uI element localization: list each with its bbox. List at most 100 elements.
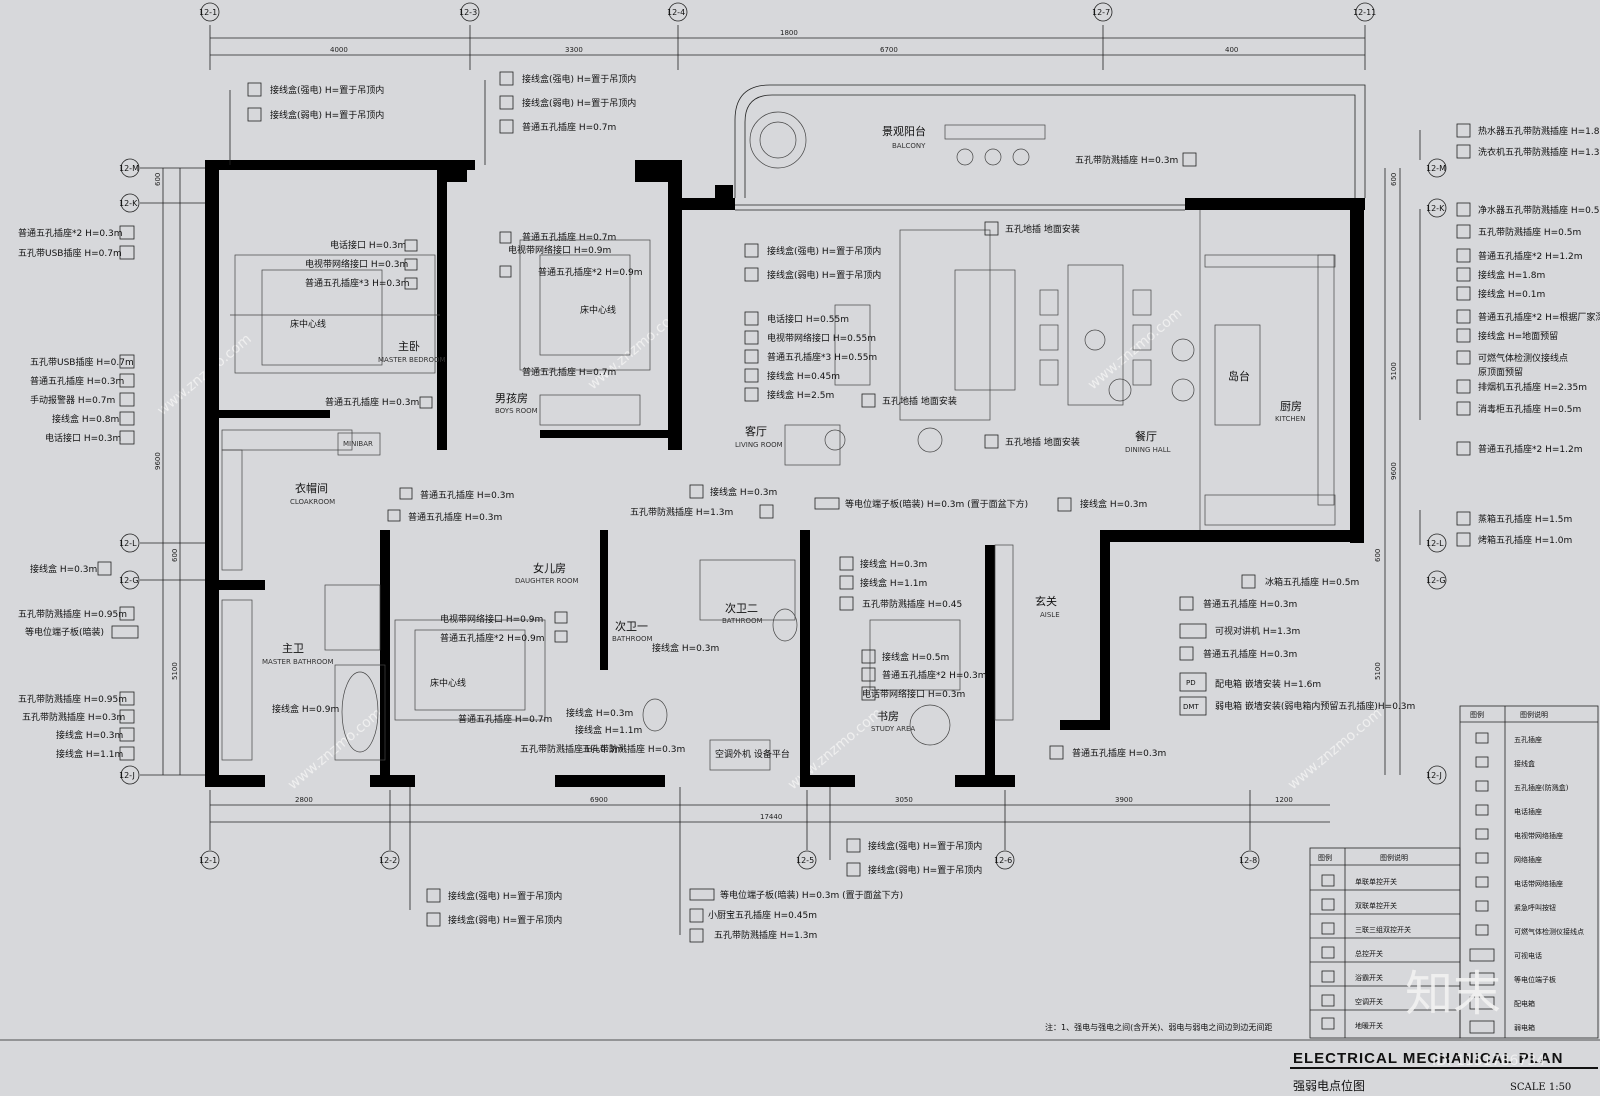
dim-bottom-5: 1200 [1275,796,1293,804]
legend-left-row-7: 地暖开关 [1355,1021,1383,1030]
drawing-scale: SCALE 1:50 [1510,1082,1571,1093]
legend-right-row-10: 可视电话 [1514,951,1542,960]
callout-b-4: 接线盒(弱电) H=置于吊顶内 [448,914,562,926]
callout-r-16: 烤箱五孔插座 H=1.0m [1478,534,1572,546]
callout-m-19: 空调外机 设备平台 [715,748,790,760]
top-dimension-lines: 1800 4000 3300 6700 400 [209,25,1366,70]
callout-left-6: 接线盒 H=0.8m [52,413,119,425]
axis-top-2: 12-3 [459,8,477,17]
callout-mb-2: 电视带网络接口 H=0.3m [305,258,408,270]
room-daughter-room-en: DAUGHTER ROOM [515,577,579,585]
axis-bottom-5: 12-8 [1239,856,1257,865]
pd-symbol: PD [1186,679,1196,687]
dim-right-4: 600 [1374,549,1382,562]
room-master-bathroom: 主卫 [282,642,304,655]
callout-left-7: 电话接口 H=0.3m [45,432,121,444]
callout-m-15: 五孔带防溅插座 H=0.45 [862,598,962,610]
legend-right-row-5: 电视带网络插座 [1514,831,1563,840]
callouts-right: 热水器五孔带防溅插座 H=1.8m 洗衣机五孔带防溅插座 H=1.35m 净水器… [1419,123,1600,547]
legend-left-row-4: 总控开关 [1355,949,1383,958]
axis-right-5: 12-J [1426,771,1442,780]
legend-outlets: 图例 图例说明 五孔插座 接线盒 五孔插座(防溅盒) 电话插座 电视带网络插座 … [1459,705,1599,1039]
bottom-dimension-lines: 2800 6900 3050 3900 1200 17440 [210,796,1330,823]
axis-right-3: 12-L [1426,539,1444,548]
callout-c-5: 电话接口 H=0.55m [767,313,849,325]
callout-c-1: 五孔带防溅插座 H=0.3m [1075,154,1178,166]
callouts-top: 接线盒(强电) H=置于吊顶内 接线盒(弱电) H=置于吊顶内 接线盒(强电) … [229,71,636,165]
axis-top-5: 12-11 [1353,8,1376,17]
callout-left-10: 等电位端子板(暗装) [25,626,104,638]
legend-right-row-12: 配电箱 [1514,999,1535,1008]
room-bathroom-2: 次卫二 [725,601,758,615]
room-aisle-en: AISLE [1040,611,1060,619]
room-balcony-en: BALCONY [892,142,926,150]
room-daughter-room: 女儿房 [533,561,566,575]
dim-bottom-3: 3050 [895,796,913,804]
callout-c-14: 等电位端子板(暗装) H=0.3m (置于面盆下方) [845,498,1028,510]
callout-m-12: 接线盒 H=0.3m [860,558,927,570]
dim-top-total: 1800 [780,29,798,37]
axis-left-2: 12-K [119,199,138,208]
dim-bottom-total: 17440 [760,813,782,821]
room-island: 岛台 [1228,369,1250,383]
callout-c-13: 五孔带防溅插座 H=1.3m [630,506,733,518]
dim-top-1: 4000 [330,46,348,54]
legend-left-row-2: 双联单控开关 [1355,901,1397,910]
room-living-room-en: LIVING ROOM [735,441,783,449]
callout-m-8: 接线盒 H=0.3m [652,642,719,654]
callout-c-11: 五孔地插 地面安装 [1005,436,1080,448]
callout-b-2: 接线盒(弱电) H=置于吊顶内 [868,864,982,876]
legend-right-row-8: 紧急呼叫按钮 [1514,903,1556,912]
callout-r-10: 可燃气体检测仪接线点 [1478,352,1568,364]
axis-bubbles-bottom: 12-1 12-2 12-5 12-6 12-8 [199,790,1260,870]
callout-m-5: 床中心线 [430,677,466,689]
callout-c-21: 弱电箱 嵌墙安装(弱电箱内预留五孔插座)H=0.3m [1215,700,1415,712]
room-master-bedroom: 主卧 [398,340,420,353]
callout-r-7: 接线盒 H=0.1m [1478,288,1545,300]
legend-right-row-4: 电话插座 [1514,807,1542,816]
callout-left-8: 接线盒 H=0.3m [30,563,97,575]
callout-b-1: 接线盒(强电) H=置于吊顶内 [868,840,982,852]
callout-c-15: 接线盒 H=0.3m [1080,498,1147,510]
callout-left-12: 五孔带防溅插座 H=0.3m [22,711,125,723]
dim-right-2: 5100 [1390,362,1398,380]
callout-m-16: 接线盒 H=0.5m [882,651,949,663]
room-cloakroom: 衣帽间 [295,481,328,495]
room-kitchen-en: KITCHEN [1275,415,1305,423]
room-dining-hall-en: DINING HALL [1125,446,1171,454]
callout-m-6: 普通五孔插座 H=0.7m [458,713,552,725]
callout-r-2: 洗衣机五孔带防溅插座 H=1.35m [1478,146,1600,158]
axis-right-4: 12-G [1426,576,1446,585]
callout-boys-3: 普通五孔插座*2 H=0.9m [538,266,642,278]
callout-mb-5: 普通五孔插座 H=0.3m [325,396,419,408]
callout-c-8: 接线盒 H=0.45m [767,370,840,382]
callout-m-18: 电话带网络接口 H=0.3m [862,688,965,700]
dim-right-1: 600 [1390,173,1398,186]
room-living-room: 客厅 [745,424,767,438]
svg-text:www.znzmo.com: www.znzmo.com [1085,305,1185,393]
legend-right-row-2: 接线盒 [1514,759,1535,768]
callout-m-4: 普通五孔插座*2 H=0.9m [440,632,544,644]
callout-c-16: 冰箱五孔插座 H=0.5m [1265,576,1359,588]
callout-m-14: 接线盒 H=1.1m [860,577,927,589]
room-dining-hall: 餐厅 [1135,429,1157,443]
callout-c-10: 五孔地插 地面安装 [882,395,957,407]
svg-text:www.znzmo.com: www.znzmo.com [1285,705,1385,793]
axis-bottom-3: 12-5 [796,856,814,865]
callout-c-20: 配电箱 嵌墙安装 H=1.6m [1215,678,1321,690]
drawing-title-english: ELECTRICAL MECHANICAL PLAN [1293,1050,1563,1067]
axis-left-3: 12-L [119,539,137,548]
callout-mb-1: 电话接口 H=0.3m [330,239,406,251]
callout-boys-5: 普通五孔插座 H=0.7m [522,366,616,378]
callout-c-6: 电视带网络接口 H=0.55m [767,332,876,344]
legend-right-header-1: 图例 [1470,710,1484,719]
room-boys-room: 男孩房 [495,392,528,405]
furniture [221,210,1336,771]
dmt-symbol: DMT [1183,703,1199,711]
callout-m-11: 五孔带防溅插座 H=0.3m [582,743,685,755]
dim-bottom-1: 2800 [295,796,313,804]
callouts-mid: 普通五孔插座 H=0.3m 普通五孔插座 H=0.3m 电视带网络接口 H=0.… [272,440,986,760]
room-aisle: 玄关 [1035,594,1057,608]
callout-m-10: 五孔带防溅插座 H=0.3m [520,743,623,755]
dim-bottom-2: 6900 [590,796,608,804]
